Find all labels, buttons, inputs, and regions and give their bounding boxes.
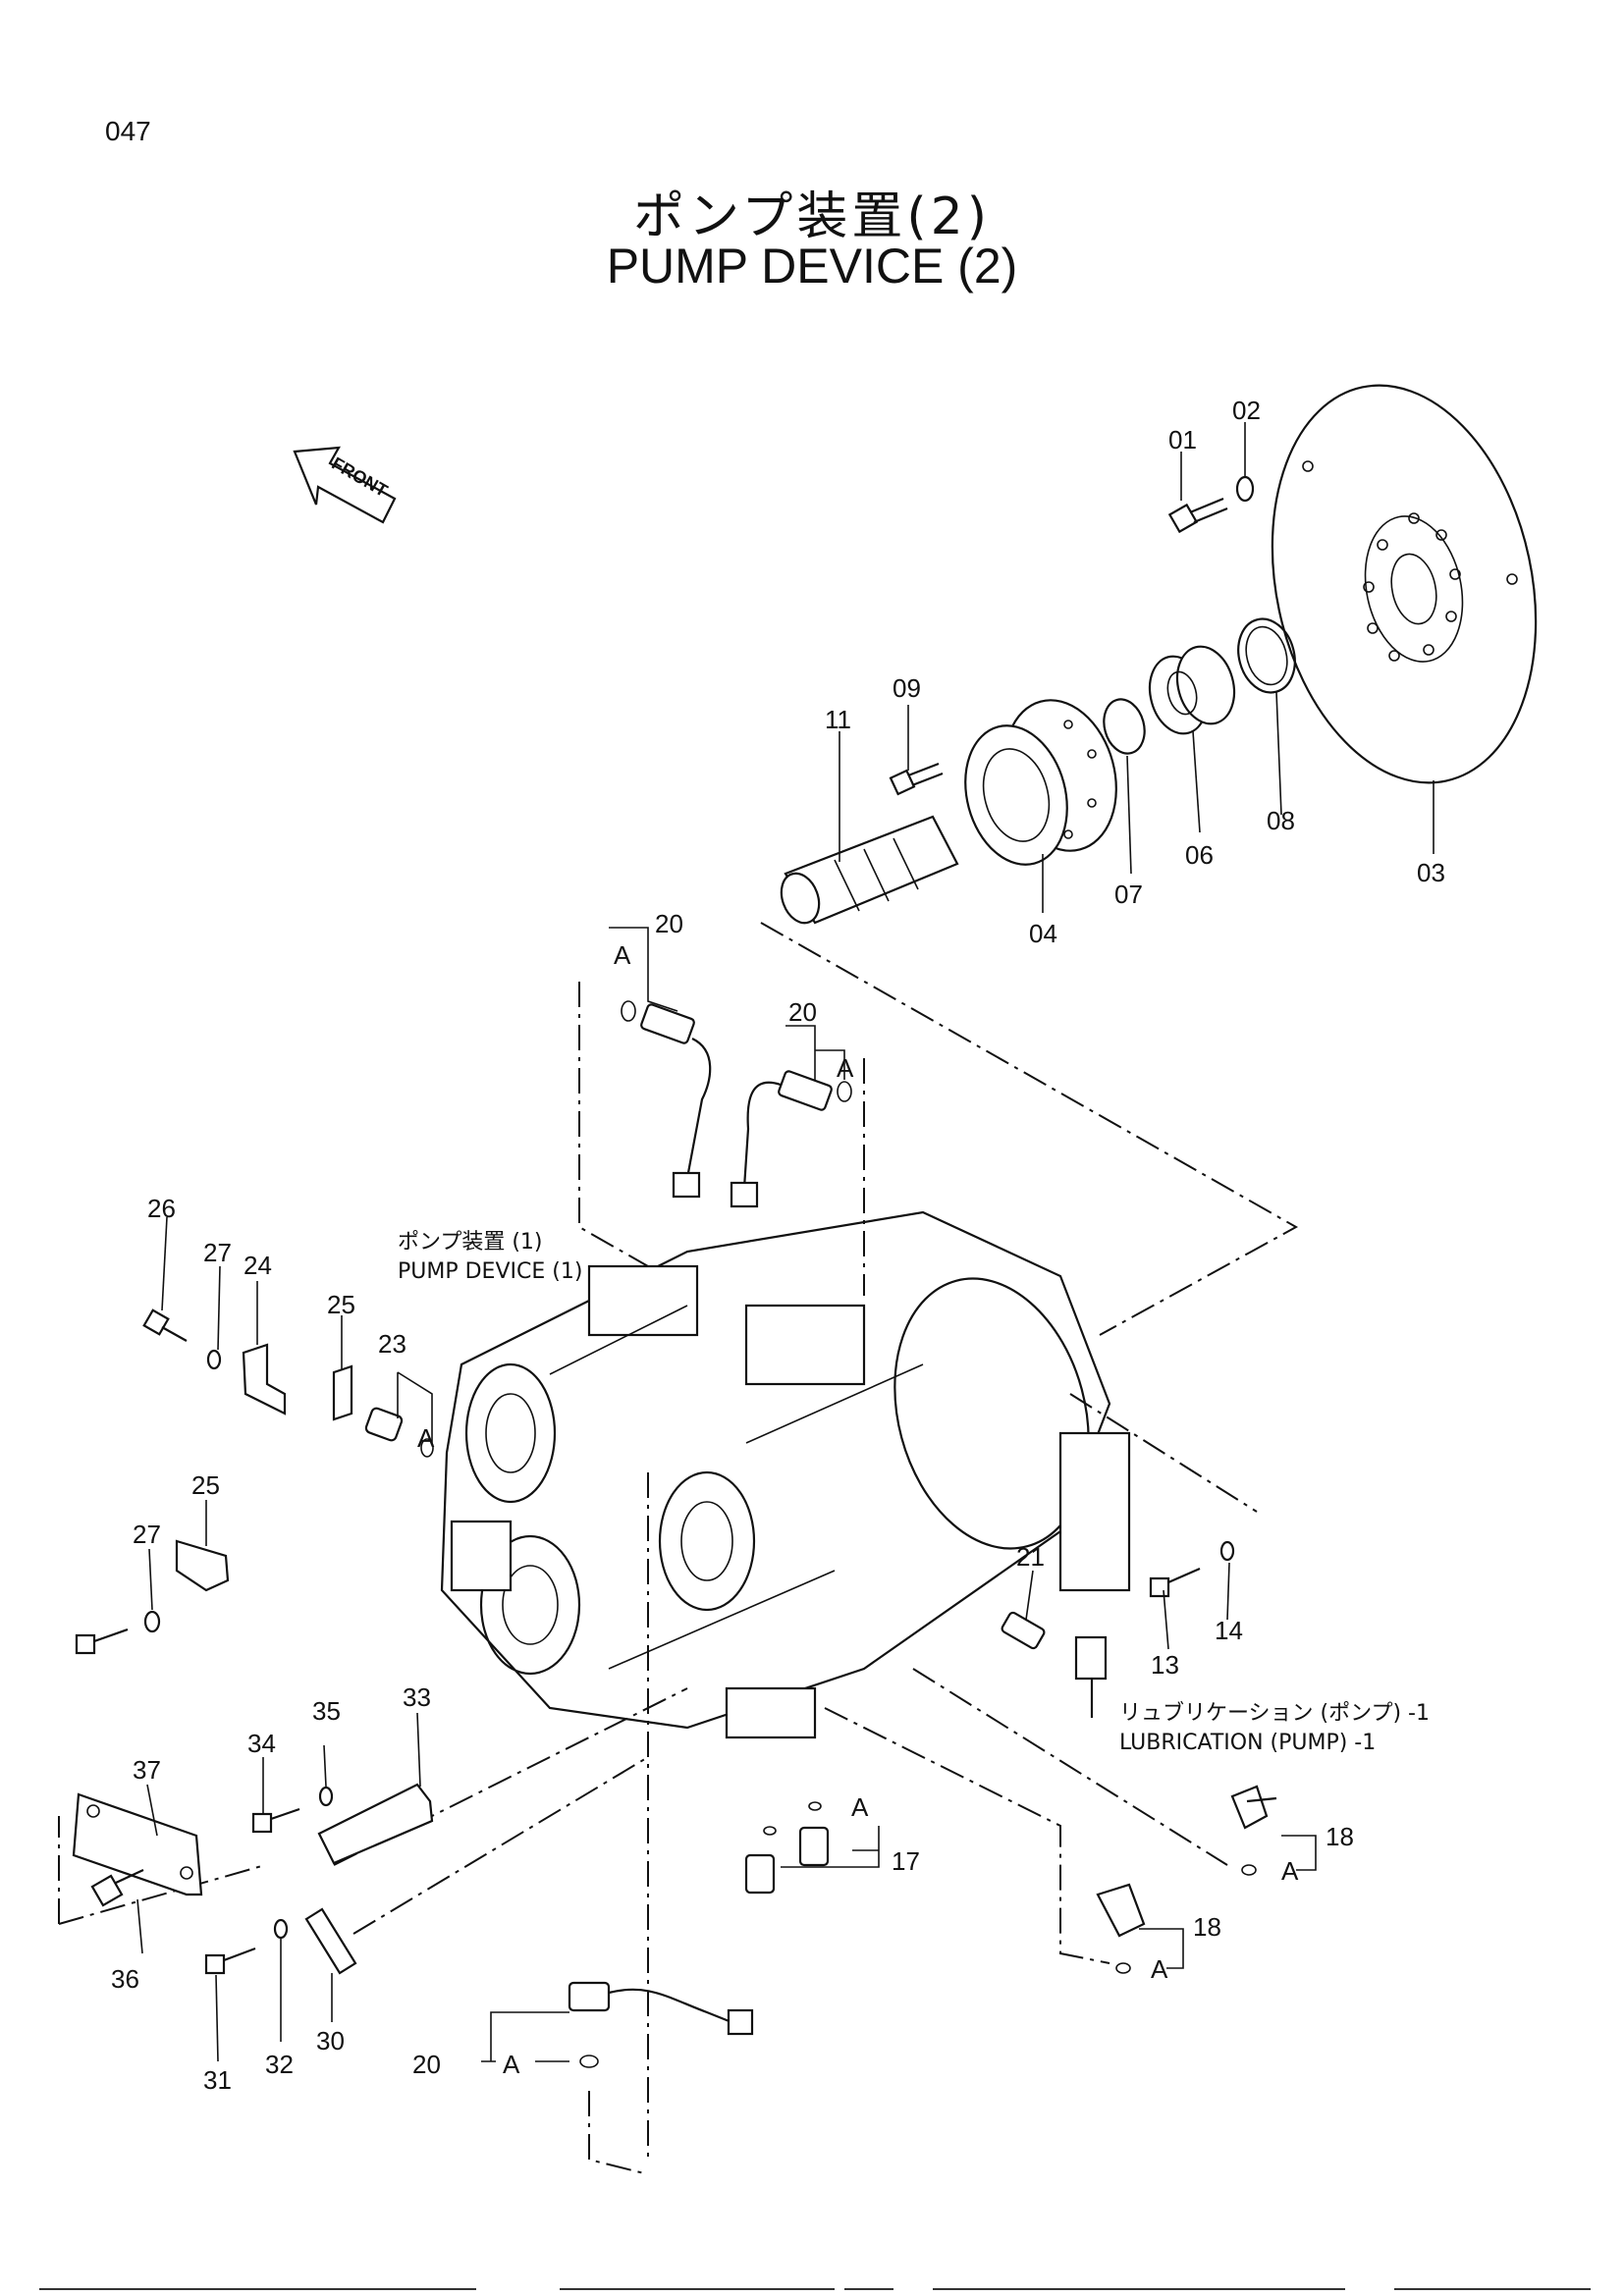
part-label-06: 06 — [1185, 840, 1214, 870]
bracket-24 — [242, 1343, 287, 1415]
bolt-27-lower — [75, 1628, 129, 1655]
washer-14 — [1219, 1540, 1235, 1562]
connector-a-left: A — [417, 1423, 435, 1453]
lubrication-label-jp: リュブリケーション (ポンプ) -1 — [1119, 1701, 1430, 1726]
connector-a-18-upper: A — [1281, 1856, 1299, 1886]
fittings-17 — [744, 1801, 830, 1895]
flywheel-plate — [1271, 384, 1538, 784]
housing-04 — [964, 699, 1117, 866]
part-label-09: 09 — [893, 673, 921, 703]
sensor-21 — [1001, 1611, 1108, 1718]
footer-rule-1 — [39, 2288, 476, 2290]
lubrication-label-en: LUBRICATION (PUMP) -1 — [1119, 1731, 1376, 1755]
plate-37 — [72, 1792, 203, 1896]
leader-lines — [136, 422, 1435, 2062]
footer-rule-4 — [933, 2288, 1345, 2290]
bolt-01 — [1167, 497, 1228, 534]
connector-a-17: A — [851, 1792, 869, 1822]
bracket-30 — [304, 1907, 357, 1975]
bracket-33 — [317, 1783, 434, 1865]
part-label-18-upper: 18 — [1326, 1822, 1354, 1851]
connector-a-bottom: A — [503, 2050, 520, 2079]
washer-27-upper — [206, 1349, 222, 1370]
part-label-07: 07 — [1114, 880, 1143, 909]
footer-rule-3 — [844, 2288, 893, 2290]
part-label-02: 02 — [1232, 396, 1261, 425]
washer-02 — [1235, 475, 1255, 503]
part-label-30: 30 — [316, 2026, 345, 2056]
fitting-23 — [364, 1407, 434, 1458]
page-number: 047 — [105, 116, 151, 146]
main-pump-assembly — [440, 1210, 1131, 1739]
front-direction-arrow: FRONT — [293, 446, 397, 524]
part-label-11: 11 — [825, 705, 851, 734]
part-label-26: 26 — [147, 1194, 176, 1223]
diagram-title-japanese: ポンプ装置(2) — [632, 187, 992, 246]
part-label-37: 37 — [133, 1755, 161, 1785]
bolt-36 — [90, 1869, 144, 1907]
part-label-08: 08 — [1267, 806, 1295, 835]
part-label-24: 24 — [244, 1251, 272, 1280]
pump-device-1-label-en: PUMP DEVICE (1) — [398, 1259, 582, 1284]
bolt-34 — [251, 1807, 300, 1834]
part-label-35: 35 — [312, 1696, 341, 1726]
part-label-20-upper-right: 20 — [788, 997, 817, 1027]
part-label-32: 32 — [265, 2050, 294, 2079]
part-label-25-upper: 25 — [327, 1290, 355, 1319]
pressure-sensor-20-left — [621, 1000, 712, 1199]
bracket-25-lower — [175, 1539, 230, 1592]
part-label-21: 21 — [1016, 1542, 1045, 1572]
pressure-sensor-20-bottom — [568, 1981, 754, 2068]
washer-32 — [273, 1918, 289, 1940]
o-ring-07 — [1103, 698, 1146, 755]
part-label-31: 31 — [203, 2065, 232, 2095]
shaft-11 — [780, 815, 959, 925]
part-label-17: 17 — [892, 1846, 920, 1876]
bracket-25-upper — [332, 1364, 353, 1421]
part-label-03: 03 — [1417, 858, 1445, 887]
connector-a-upper-left: A — [614, 940, 631, 970]
diagram-title-english: PUMP DEVICE (2) — [606, 239, 1018, 294]
part-label-27-lower: 27 — [133, 1520, 161, 1549]
coupling-06 — [1148, 645, 1236, 735]
washer-27-lower — [143, 1610, 161, 1633]
part-label-14: 14 — [1215, 1616, 1243, 1645]
bolt-13 — [1149, 1567, 1201, 1598]
connector-a-upper-right: A — [837, 1053, 854, 1083]
bolt-31 — [204, 1947, 256, 1975]
snap-ring-08 — [1237, 617, 1296, 694]
part-label-23: 23 — [378, 1329, 406, 1359]
part-label-01: 01 — [1168, 425, 1197, 454]
part-label-13: 13 — [1151, 1650, 1179, 1680]
part-label-25-lower: 25 — [191, 1470, 220, 1500]
washer-35 — [318, 1786, 334, 1807]
bolt-26 — [142, 1308, 188, 1342]
elbow-18-upper — [1230, 1785, 1277, 1876]
part-label-34: 34 — [247, 1729, 276, 1758]
footer-rule-5 — [1394, 2288, 1591, 2290]
part-label-18-lower: 18 — [1193, 1912, 1221, 1942]
part-label-27-upper: 27 — [203, 1238, 232, 1267]
part-label-33: 33 — [403, 1682, 431, 1712]
bolt-09 — [889, 762, 944, 796]
part-label-20-bottom: 20 — [412, 2050, 441, 2079]
elbow-18-lower — [1096, 1883, 1146, 1974]
part-label-36: 36 — [111, 1964, 139, 1994]
footer-rule-2 — [560, 2288, 835, 2290]
part-label-04: 04 — [1029, 919, 1057, 948]
part-label-20-upper-left: 20 — [655, 909, 683, 938]
pressure-sensor-20-right — [730, 1070, 852, 1208]
front-arrow-label: FRONT — [329, 454, 392, 501]
pump-device-1-label-jp: ポンプ装置 (1) — [398, 1230, 543, 1255]
connector-a-18-lower: A — [1151, 1954, 1168, 1984]
